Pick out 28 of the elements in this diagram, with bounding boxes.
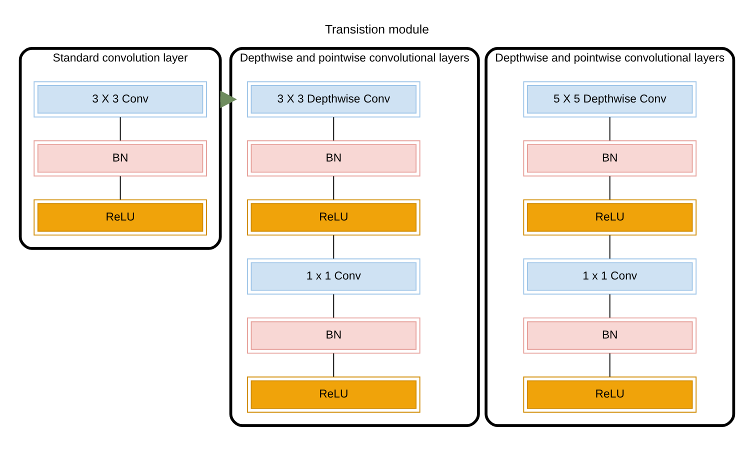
node-box: BN: [523, 140, 697, 176]
connector: [120, 175, 121, 200]
node-box: ReLU: [523, 198, 697, 236]
node-box: ReLU: [246, 376, 420, 412]
connector: [609, 293, 610, 318]
connector: [609, 352, 610, 377]
node-box: 3 X 3 Conv: [34, 80, 207, 117]
connector: [333, 293, 334, 318]
connector: [609, 234, 610, 259]
node-box: ReLU: [246, 198, 420, 236]
connector: [120, 116, 121, 140]
node-box: ReLU: [34, 198, 207, 236]
node-box: BN: [34, 140, 207, 176]
connector: [333, 234, 334, 259]
node-box: 1 x 1 Conv: [246, 258, 420, 294]
node-box: BN: [523, 316, 697, 354]
node-box: 1 x 1 Conv: [523, 258, 697, 294]
connector: [609, 116, 610, 140]
connector: [609, 175, 610, 200]
node-box: BN: [246, 316, 420, 354]
connector: [333, 352, 334, 377]
node-box: ReLU: [523, 376, 697, 412]
connector: [333, 116, 334, 140]
node-box: 5 X 5 Depthwise Conv: [523, 80, 697, 117]
connector: [333, 175, 334, 200]
diagram-title: Transistion module: [324, 22, 430, 36]
node-box: 3 X 3 Depthwise Conv: [246, 80, 420, 117]
node-box: BN: [246, 140, 420, 176]
